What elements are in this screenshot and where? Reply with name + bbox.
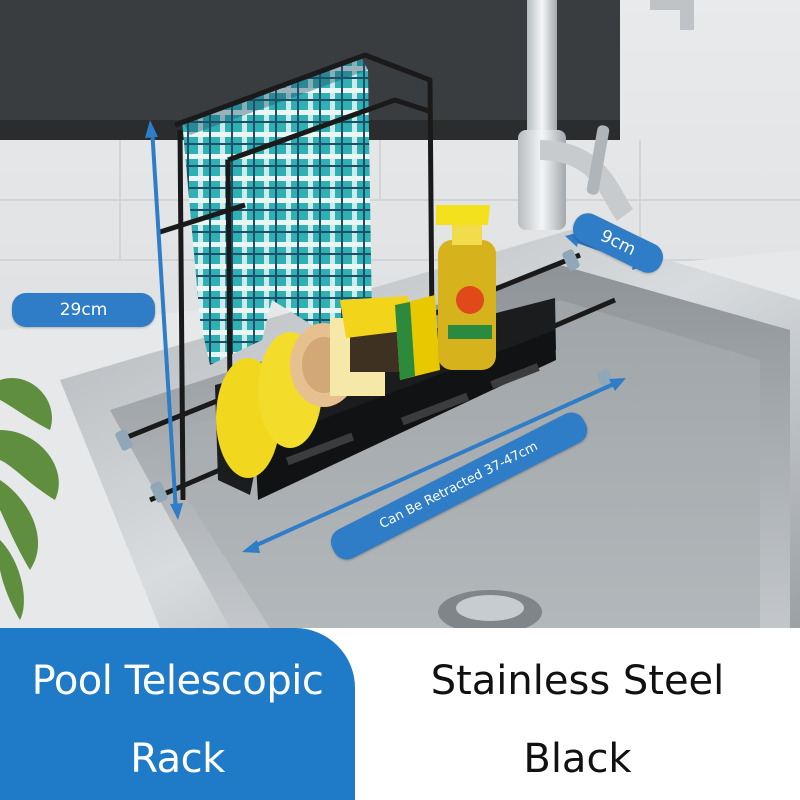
spec-box: Stainless Steel Black (355, 628, 800, 800)
product-name-line-1: Pool Telescopic (31, 658, 324, 704)
product-name-box: Pool Telescopic Rack (0, 628, 355, 800)
material-text: Stainless Steel (430, 658, 725, 704)
product-name-line-2: Rack (130, 736, 225, 782)
color-text: Black (523, 736, 632, 782)
sink-rack-photo (0, 0, 800, 628)
height-dimension-label: 29cm (12, 293, 155, 327)
